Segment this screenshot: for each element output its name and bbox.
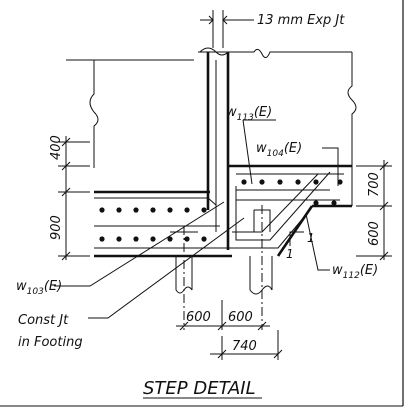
drawing-title: STEP DETAIL <box>143 378 262 399</box>
lower-footing <box>94 190 240 258</box>
w113-label: w113(E) <box>226 105 272 123</box>
pile-centerlines <box>170 205 273 330</box>
w103-label: w103(E) <box>16 279 62 297</box>
const-jt-label-line2: in Footing <box>18 335 83 350</box>
w104-label: w104(E) <box>256 141 302 159</box>
upper-right-slab <box>236 48 357 164</box>
sheet-frame <box>0 0 404 407</box>
dim-740: 740 <box>232 339 257 354</box>
left-dimensions: 400 900 <box>49 135 90 261</box>
rebar-callouts: w113(E) w104(E) w103(E) w112(E) Const Jt… <box>16 105 378 350</box>
wall <box>198 10 238 250</box>
dim-600-right: 600 <box>367 221 382 246</box>
exp-joint-callout: 13 mm Exp Jt <box>200 13 345 28</box>
left-slab-outline <box>66 59 194 168</box>
dim-900: 900 <box>49 215 64 240</box>
dim-600-b: 600 <box>228 310 253 325</box>
rebar-dots <box>99 179 343 242</box>
upper-footing <box>228 164 353 257</box>
dim-400: 400 <box>49 135 64 160</box>
title-text: STEP DETAIL <box>143 378 256 399</box>
right-dimensions: 700 600 <box>356 160 392 261</box>
dim-700: 700 <box>367 172 382 197</box>
bottom-dimensions: 600 600 740 <box>176 300 283 360</box>
w112-label: w112(E) <box>332 263 378 281</box>
slope-label-2: 1 <box>286 247 294 261</box>
exp-joint-label: 13 mm Exp Jt <box>257 13 345 28</box>
dim-600-a: 600 <box>186 310 211 325</box>
const-jt-label-line1: Const Jt <box>18 313 69 328</box>
